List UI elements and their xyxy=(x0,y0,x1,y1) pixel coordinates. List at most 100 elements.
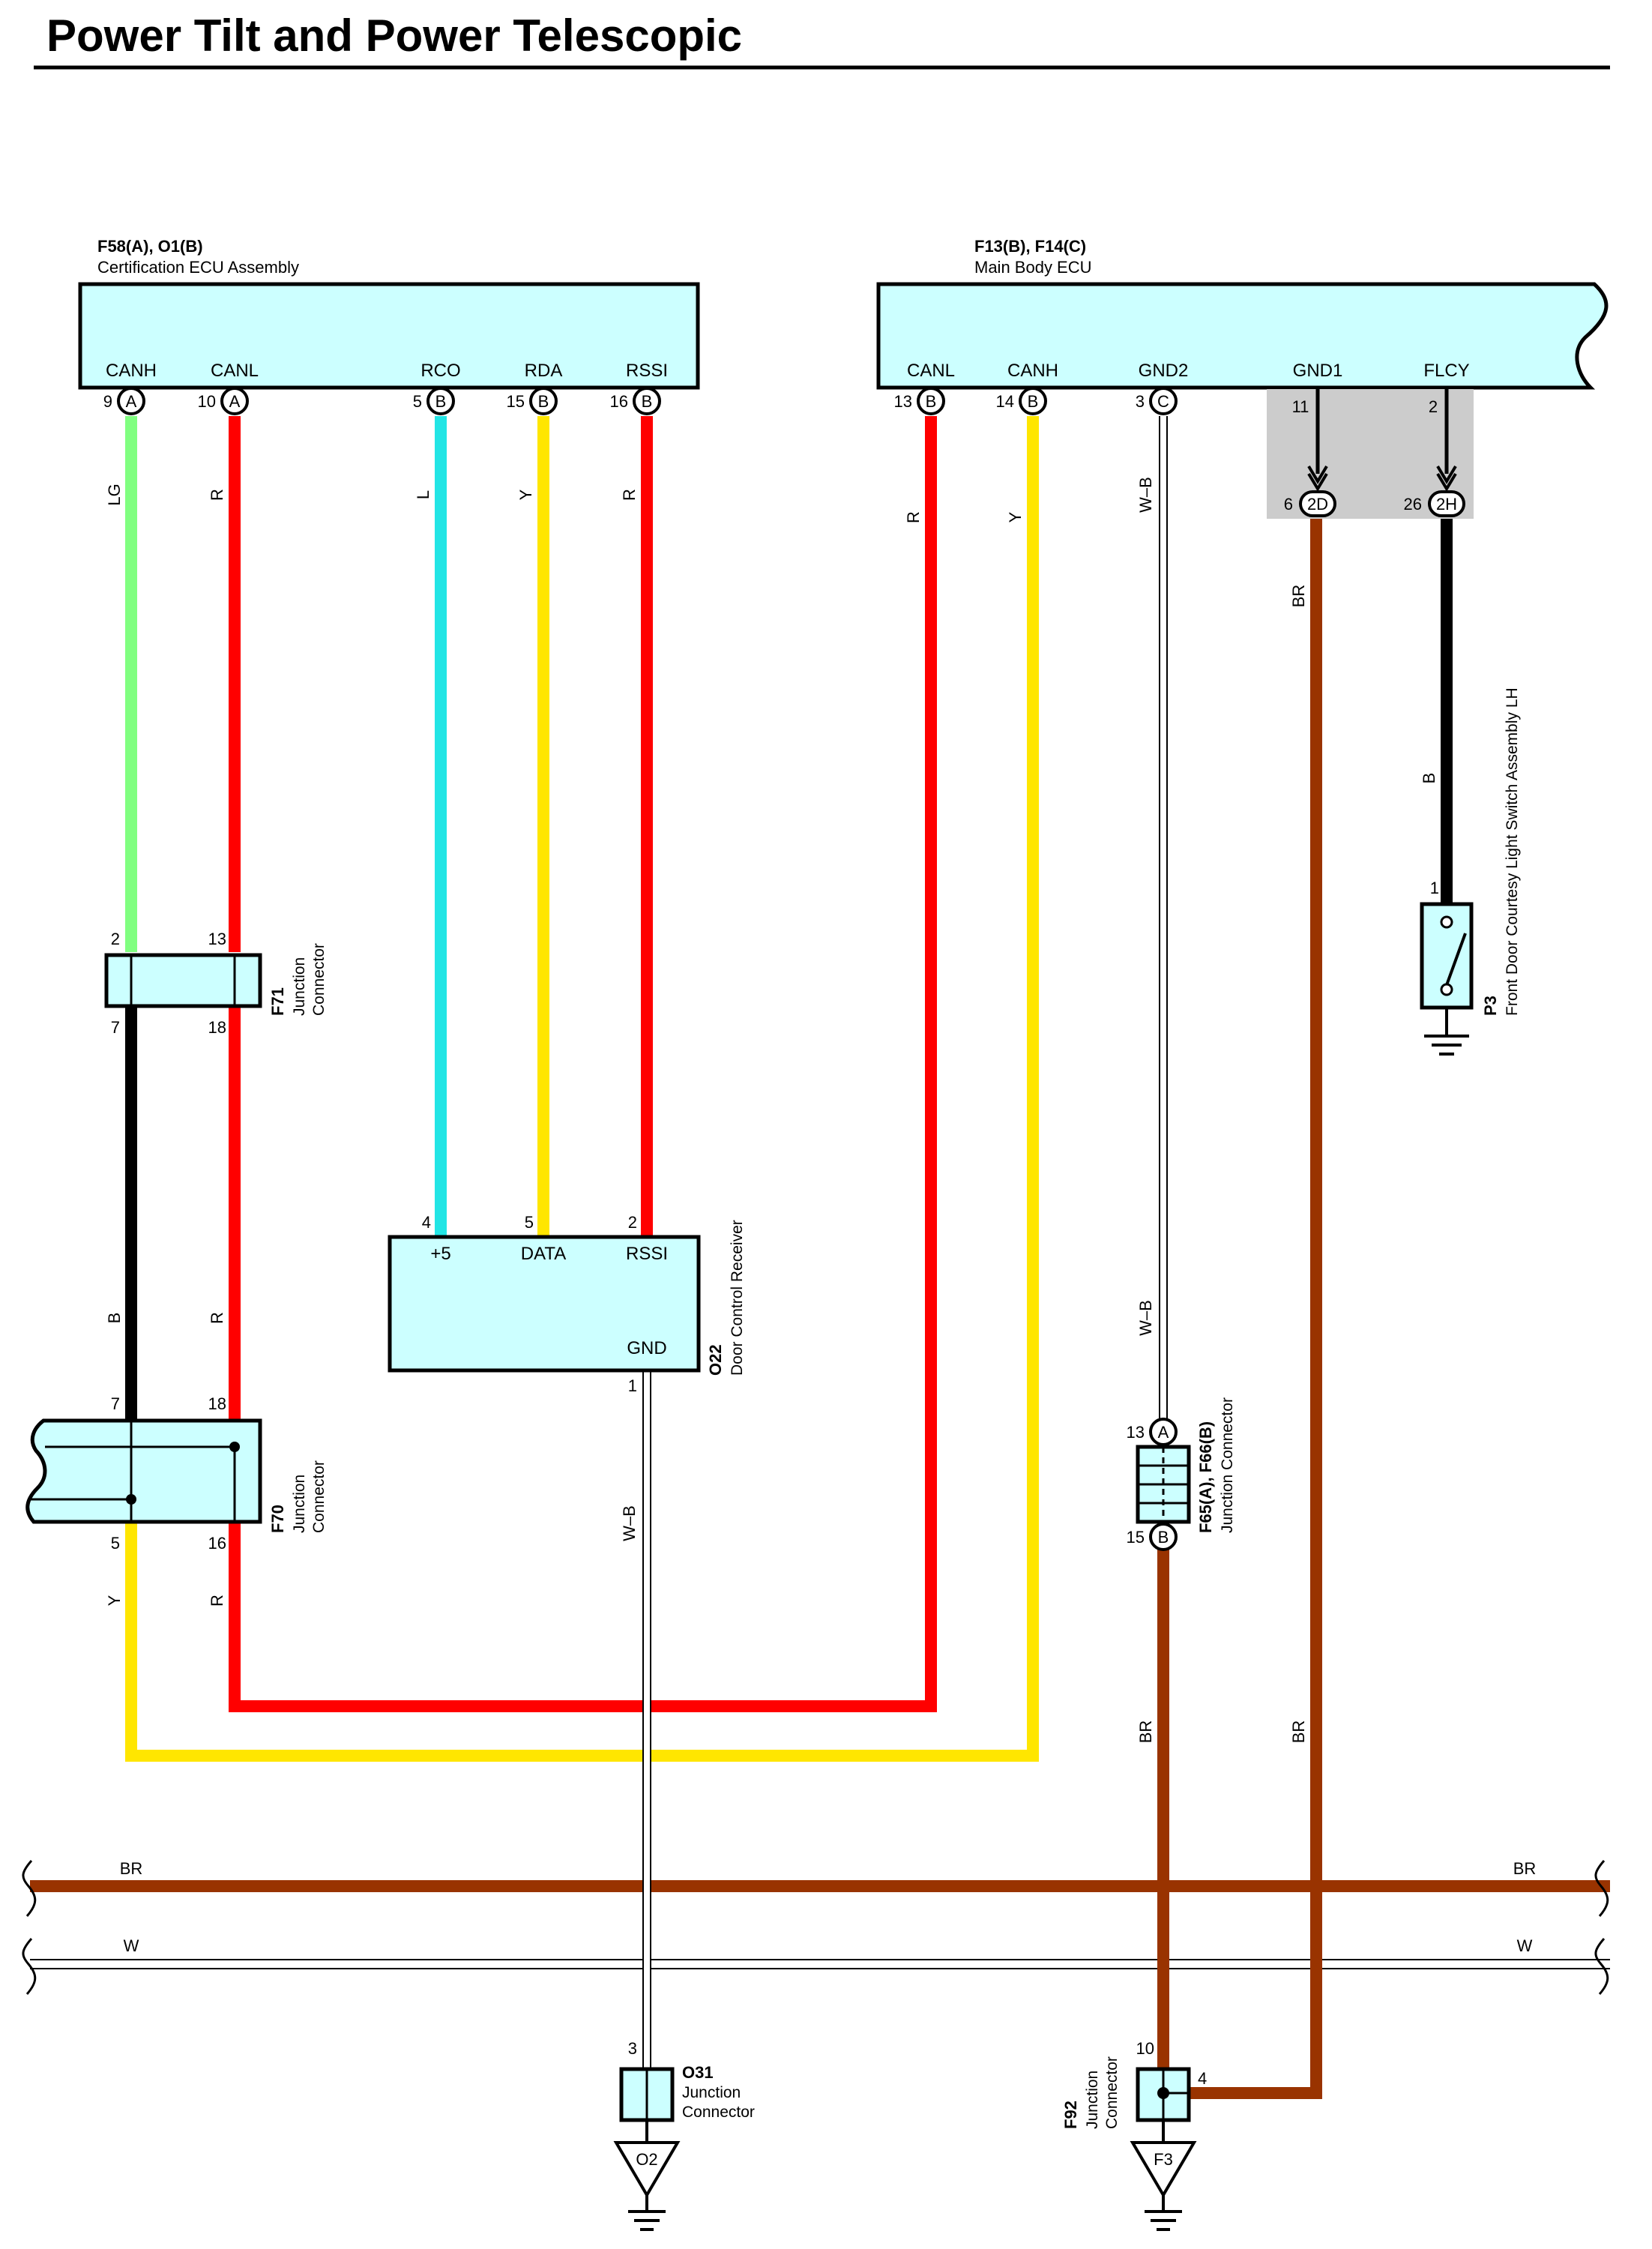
f92-splice-dot xyxy=(1157,2087,1169,2099)
label-body-canh-y: Y xyxy=(1006,511,1025,523)
wire-f70-r-route xyxy=(229,416,937,1712)
junction-2h-marker xyxy=(1428,490,1465,517)
cert-pin-rda: RDA xyxy=(525,361,563,381)
f70-pin-16: 16 xyxy=(208,1534,226,1553)
cert-conn-canl: A xyxy=(229,392,241,411)
cert-num-canh: 9 xyxy=(103,392,112,411)
label-gnd1-br: BR xyxy=(1289,585,1308,608)
f65-conn-a: A xyxy=(1158,1423,1169,1442)
cert-conn-marker-rda xyxy=(529,387,558,415)
f70-name-2: Connector xyxy=(310,1460,328,1533)
cert-num-rco: 5 xyxy=(413,392,422,411)
f65-id: F65(A), F66(B) xyxy=(1196,1421,1215,1533)
body-conn-canl: B xyxy=(926,392,937,411)
junction-2d-label: 2D xyxy=(1307,495,1328,514)
f71-name-2: Connector xyxy=(310,943,328,1016)
o22-pin-rssi: RSSI xyxy=(626,1244,668,1264)
o22-pin-gnd: GND xyxy=(627,1338,666,1358)
body-pin-gnd1: GND1 xyxy=(1293,361,1343,381)
f92-name-2: Connector xyxy=(1103,2056,1121,2129)
f71-name-1: Junction xyxy=(291,957,308,1016)
f70-splice-dot-r xyxy=(229,1442,240,1452)
body-conn-gnd2: C xyxy=(1157,392,1169,411)
p3-id: P3 xyxy=(1481,996,1500,1016)
body-conn-canh: B xyxy=(1028,392,1039,411)
body-ecu-box xyxy=(876,282,1609,390)
cert-pin-rco: RCO xyxy=(420,361,460,381)
body-num-canl: 13 xyxy=(894,392,912,411)
wire-gnd1-br xyxy=(1163,519,1322,2099)
p3-switch-blade xyxy=(1445,933,1467,986)
cert-ecu-name: Certification ECU Assembly xyxy=(97,258,299,277)
f92-id: F92 xyxy=(1061,2101,1080,2129)
label-body-canl-r: R xyxy=(904,511,923,523)
o22-id: O22 xyxy=(706,1344,725,1376)
o22-name: Door Control Receiver xyxy=(729,1220,746,1376)
cert-num-rssi: 16 xyxy=(610,392,628,411)
cert-conn-rda: B xyxy=(538,392,549,411)
label-bus-w-left: W xyxy=(124,1936,139,1955)
cert-pin-canh: CANH xyxy=(106,361,157,381)
main-body-ecu: F13(B), F14(C) Main Body ECU CANL CANH G… xyxy=(876,237,1609,519)
body-ecu-name: Main Body ECU xyxy=(974,258,1092,277)
label-o22-gnd-wb: W–B xyxy=(620,1505,639,1541)
o31-ground-triangle-icon xyxy=(613,2141,681,2198)
body-conn-marker-canh xyxy=(1019,387,1047,415)
f65-junction-connector: A 13 B 15 F65(A), F66(B) Junction Connec… xyxy=(1127,1397,1236,1551)
label-rda-y: Y xyxy=(516,489,535,500)
o22-door-control-receiver: 4 5 2 +5 DATA RSSI GND 1 O22 Door Contro… xyxy=(388,1213,746,1395)
f92-pin-right: 4 xyxy=(1198,2069,1207,2088)
p3-name: Front Door Courtesy Light Switch Assembl… xyxy=(1504,687,1521,1016)
f92-ground-label: F3 xyxy=(1154,2150,1173,2169)
f71-pin-13: 13 xyxy=(208,930,226,948)
o22-pin-plus5: +5 xyxy=(430,1244,450,1264)
o31-pin: 3 xyxy=(628,2039,637,2058)
wires xyxy=(30,416,1610,2099)
o22-num-plus5: 4 xyxy=(422,1213,431,1232)
f92-name-1: Junction xyxy=(1084,2071,1101,2129)
f92-pin-left: 10 xyxy=(1136,2039,1154,2058)
o22-pin-data: DATA xyxy=(521,1244,566,1264)
body-conn-marker-canl xyxy=(917,387,945,415)
cert-ecu-id: F58(A), O1(B) xyxy=(97,237,203,256)
cert-pin-rssi: RSSI xyxy=(626,361,668,381)
junction-2h-pin-bottom: 26 xyxy=(1404,495,1422,514)
label-bus-w-right: W xyxy=(1517,1936,1533,1955)
wire-labels: LG R L Y R R Y W–B BR B B R Y R W–B W–B … xyxy=(105,477,1536,1955)
f65-pin-b: 15 xyxy=(1127,1528,1145,1547)
f92-ground-triangle-icon xyxy=(1130,2141,1197,2198)
label-rssi-r: R xyxy=(620,489,639,501)
f70-id: F70 xyxy=(268,1505,287,1533)
bus-break-marks xyxy=(22,1860,1609,1995)
f70-box xyxy=(25,1418,262,1524)
label-f70-y: Y xyxy=(105,1595,124,1606)
junction-2h-chevron-icon xyxy=(1436,465,1457,492)
body-num-canh: 14 xyxy=(996,392,1014,411)
f70-junction-connector: 7 18 5 16 F70 Junction Connector xyxy=(25,1394,328,1553)
label-f71-r: R xyxy=(208,1312,226,1324)
p3-door-courtesy-switch: 1 P3 Front Door Courtesy Light Switch As… xyxy=(1420,687,1521,1056)
f65-pin-a: 13 xyxy=(1127,1423,1145,1442)
bus-w-right-break xyxy=(1594,1938,1609,1995)
label-gnd1-bottom-br: BR xyxy=(1289,1720,1308,1744)
o31-ground-label: O2 xyxy=(636,2150,657,2169)
f71-pin-2: 2 xyxy=(111,930,120,948)
cert-ecu-box xyxy=(78,282,700,390)
label-rco-l: L xyxy=(414,490,432,499)
junction-2d-marker xyxy=(1299,490,1336,517)
cert-conn-rco: B xyxy=(435,392,447,411)
o22-box xyxy=(388,1235,701,1373)
body-pin-canh: CANH xyxy=(1007,361,1058,381)
bus-br-left-break xyxy=(22,1860,37,1917)
cert-conn-marker-rco xyxy=(426,387,455,415)
f70-splice-dot-b xyxy=(126,1494,136,1505)
label-bus-br-right: BR xyxy=(1513,1859,1537,1878)
junction-2d-pin-top: 11 xyxy=(1292,397,1309,416)
f71-junction-connector: 2 13 7 18 F71 Junction Connector xyxy=(104,930,328,1037)
cert-pin-canl: CANL xyxy=(211,361,259,381)
f71-pin-18: 18 xyxy=(208,1018,226,1037)
certification-ecu: F58(A), O1(B) Certification ECU Assembly… xyxy=(78,237,700,415)
f70-pin-7: 7 xyxy=(111,1394,120,1413)
f71-id: F71 xyxy=(268,987,287,1016)
